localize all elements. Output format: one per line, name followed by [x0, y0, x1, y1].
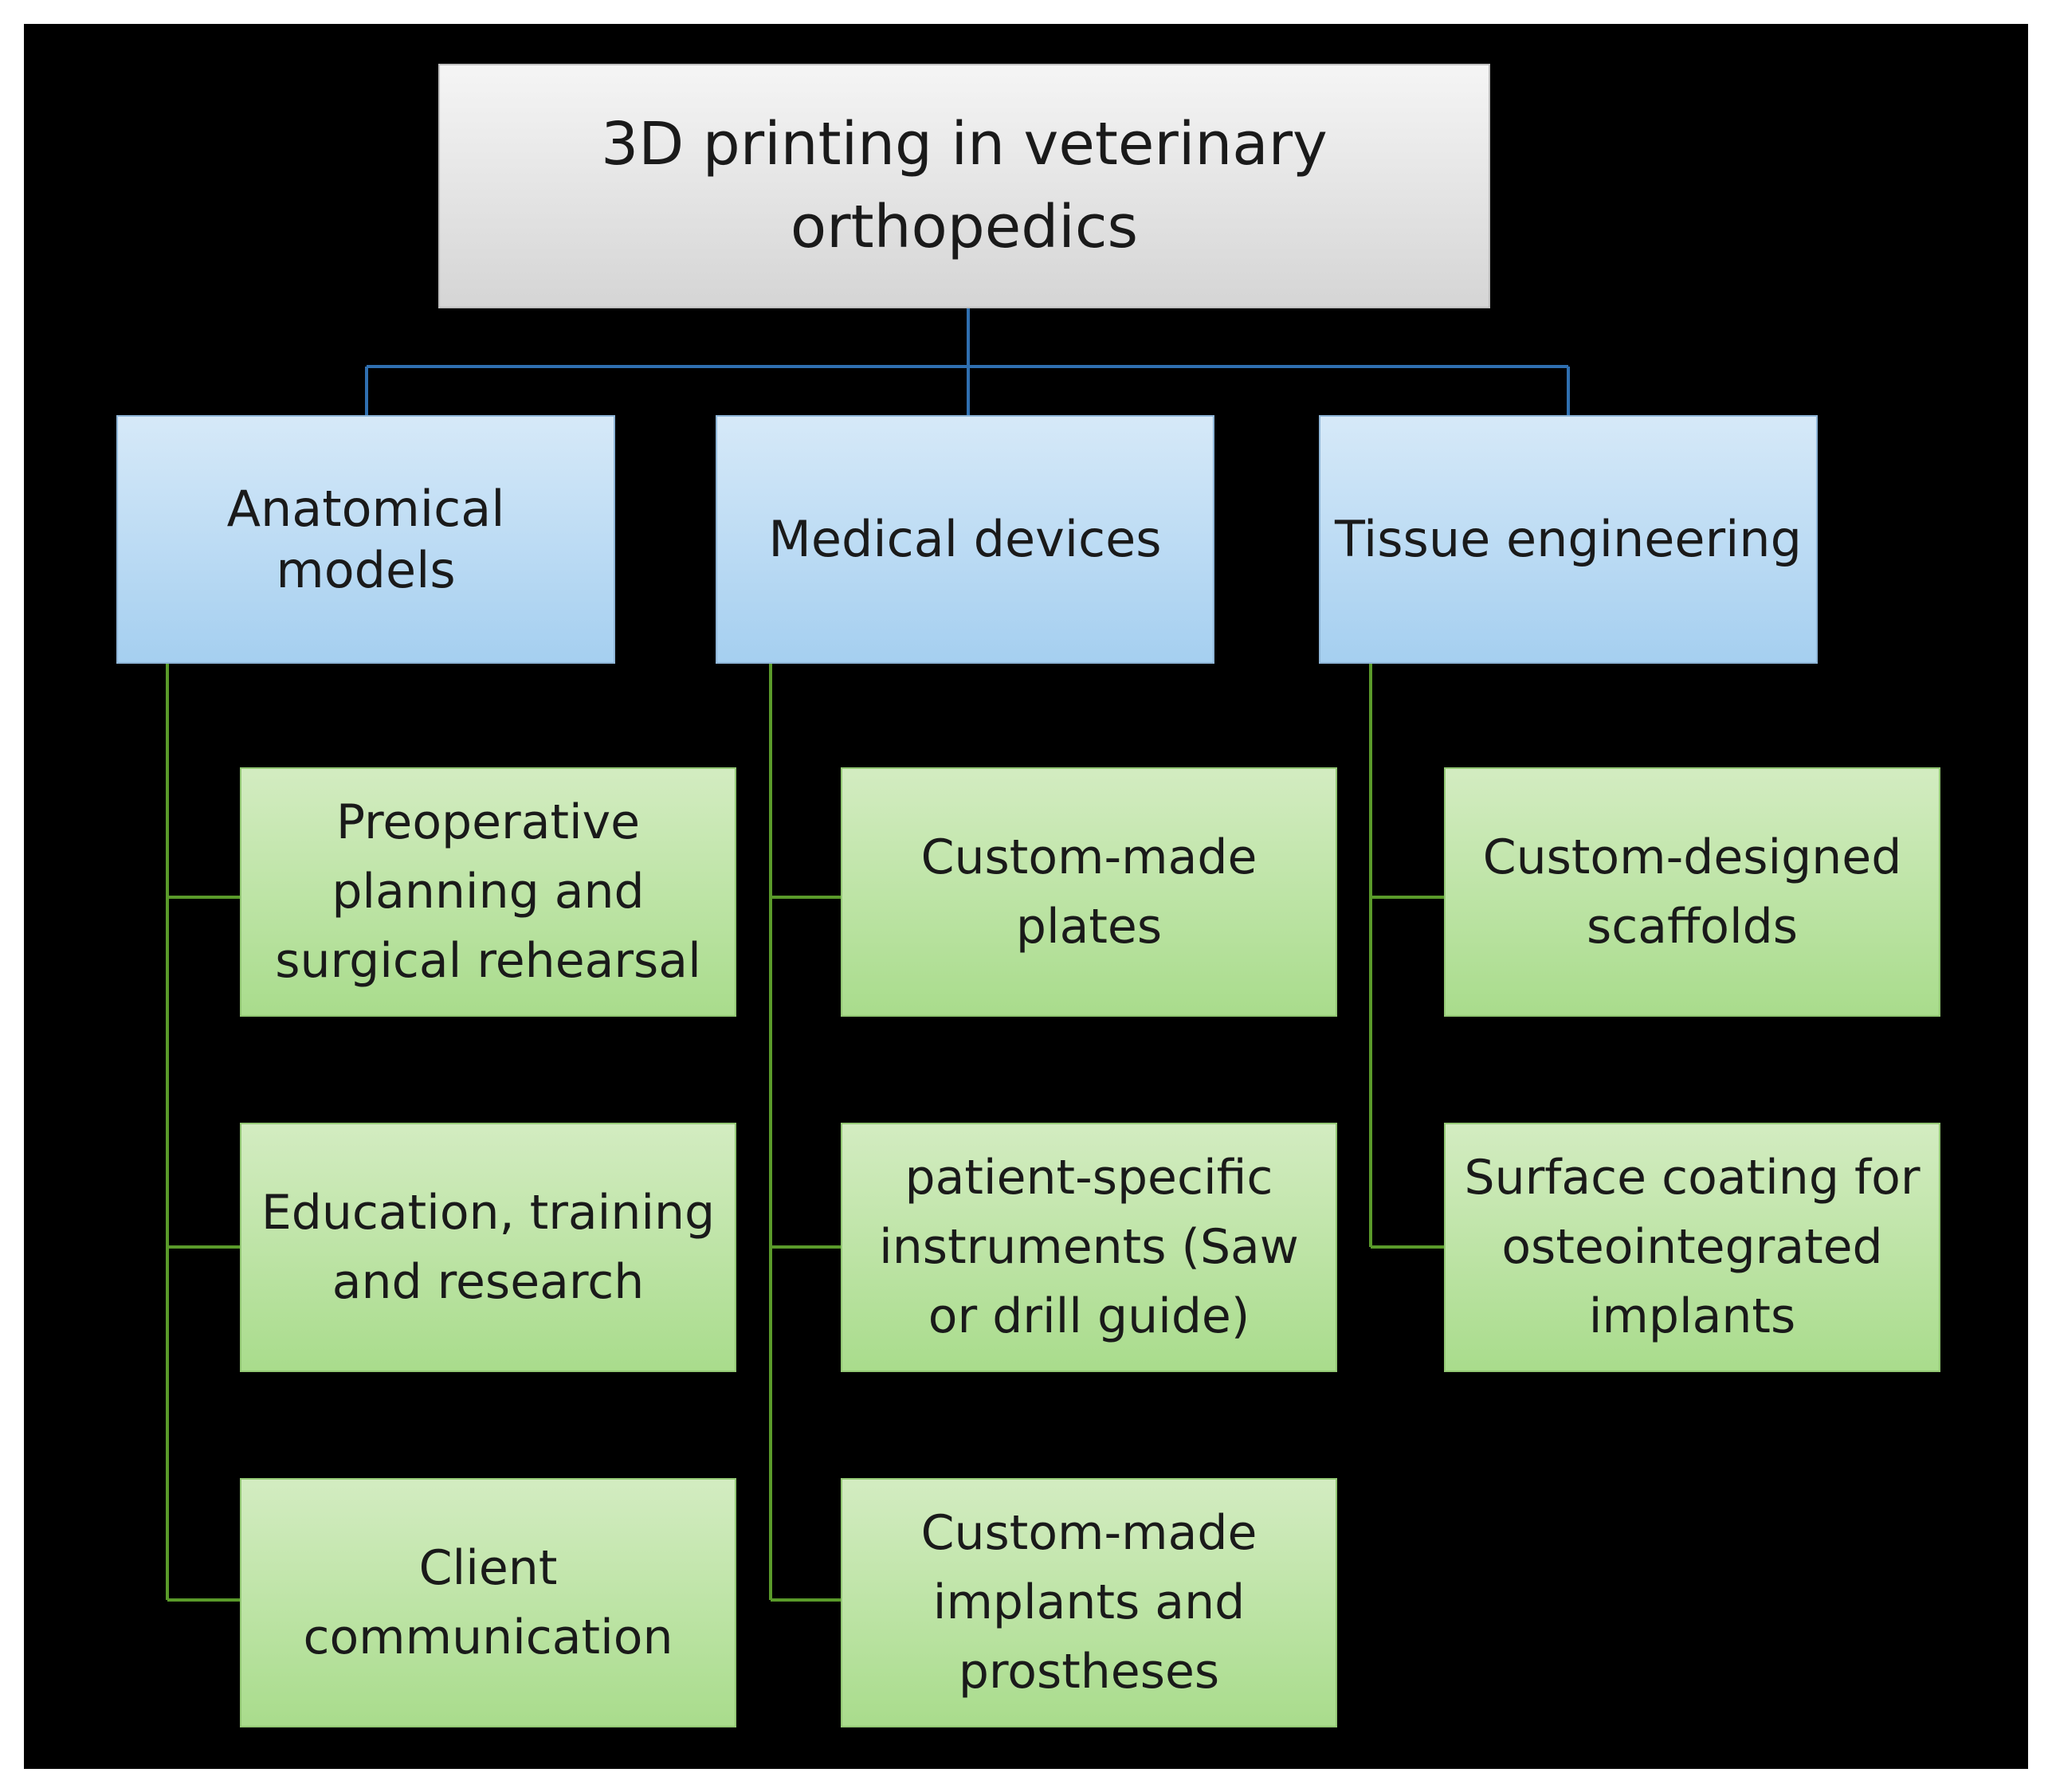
- leaf-label: patient-specific instruments (Saw or dri…: [879, 1150, 1299, 1344]
- leaf-custom-made-plates: Custom-made plates: [841, 767, 1337, 1017]
- category-label: Anatomical models: [226, 479, 505, 600]
- leaf-education-training-research: Education, training and research: [240, 1123, 736, 1372]
- leaf-label: Surface coating for osteointegrated impl…: [1464, 1150, 1921, 1344]
- category-tissue-engineering: Tissue engineering: [1319, 415, 1818, 664]
- leaf-custom-made-implants: Custom-made implants and prostheses: [841, 1478, 1337, 1727]
- leaf-client-communication: Client communication: [240, 1478, 736, 1727]
- root-node-label: 3D printing in veterinary orthopedics: [601, 109, 1328, 261]
- root-node: 3D printing in veterinary orthopedics: [438, 64, 1490, 308]
- leaf-label: Custom-made plates: [920, 829, 1257, 955]
- leaf-label: Education, training and research: [261, 1184, 716, 1310]
- leaf-label: Client communication: [303, 1539, 673, 1665]
- leaf-label: Custom-made implants and prostheses: [920, 1505, 1257, 1700]
- leaf-label: Custom-designed scaffolds: [1482, 829, 1902, 955]
- leaf-preoperative-planning: Preoperative planning and surgical rehea…: [240, 767, 736, 1017]
- leaf-patient-specific-instruments: patient-specific instruments (Saw or dri…: [841, 1123, 1337, 1372]
- category-medical-devices: Medical devices: [716, 415, 1214, 664]
- category-label: Tissue engineering: [1335, 510, 1802, 569]
- category-label: Medical devices: [768, 510, 1162, 569]
- leaf-surface-coating: Surface coating for osteointegrated impl…: [1444, 1123, 1940, 1372]
- leaf-custom-designed-scaffolds: Custom-designed scaffolds: [1444, 767, 1940, 1017]
- leaf-label: Preoperative planning and surgical rehea…: [275, 794, 701, 989]
- category-anatomical-models: Anatomical models: [116, 415, 615, 664]
